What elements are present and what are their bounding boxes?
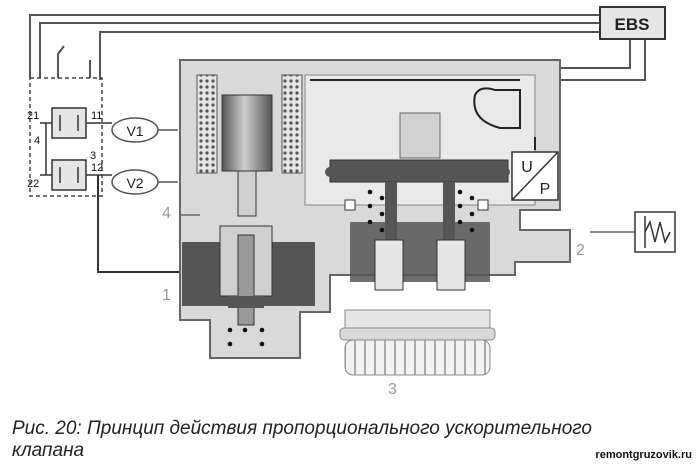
caption-line-2: клапана bbox=[12, 440, 85, 461]
port-3-small-label: 3 bbox=[90, 150, 96, 162]
ebs-box: EBS bbox=[599, 6, 666, 40]
port-11-label: 11 bbox=[91, 110, 102, 122]
figure-caption: Рис. 20: Принцип действия пропорциональн… bbox=[12, 418, 700, 462]
label-3: 3 bbox=[388, 381, 397, 398]
control-valves: 21 4 3 22 11 12 bbox=[27, 77, 182, 273]
caption-line-1: Рис. 20: Принцип действия пропорциональн… bbox=[12, 418, 592, 439]
port-12-label: 12 bbox=[91, 162, 103, 174]
v1-valve: V1 bbox=[111, 117, 178, 143]
v1-label: V1 bbox=[126, 123, 143, 139]
sensor-p-label: P bbox=[540, 181, 551, 198]
number-labels: 1 2 3 4 bbox=[162, 205, 585, 398]
wiring bbox=[29, 14, 646, 81]
label-4: 4 bbox=[162, 205, 171, 222]
muffler bbox=[339, 309, 496, 376]
port-21-label: 21 bbox=[27, 110, 39, 122]
relay-piston bbox=[325, 112, 510, 291]
brake-chamber bbox=[590, 211, 676, 253]
sensor-u-label: U bbox=[521, 159, 533, 176]
v2-valve: V2 bbox=[111, 169, 178, 195]
label-1: 1 bbox=[162, 287, 171, 304]
port-22-label: 22 bbox=[27, 178, 39, 190]
label-2: 2 bbox=[576, 242, 585, 259]
pilot-valve bbox=[219, 225, 273, 326]
v2-label: V2 bbox=[126, 175, 143, 191]
watermark: remontgruzovik.ru bbox=[595, 449, 692, 461]
port-4-small-label: 4 bbox=[34, 135, 40, 147]
ebs-label: EBS bbox=[615, 15, 650, 34]
